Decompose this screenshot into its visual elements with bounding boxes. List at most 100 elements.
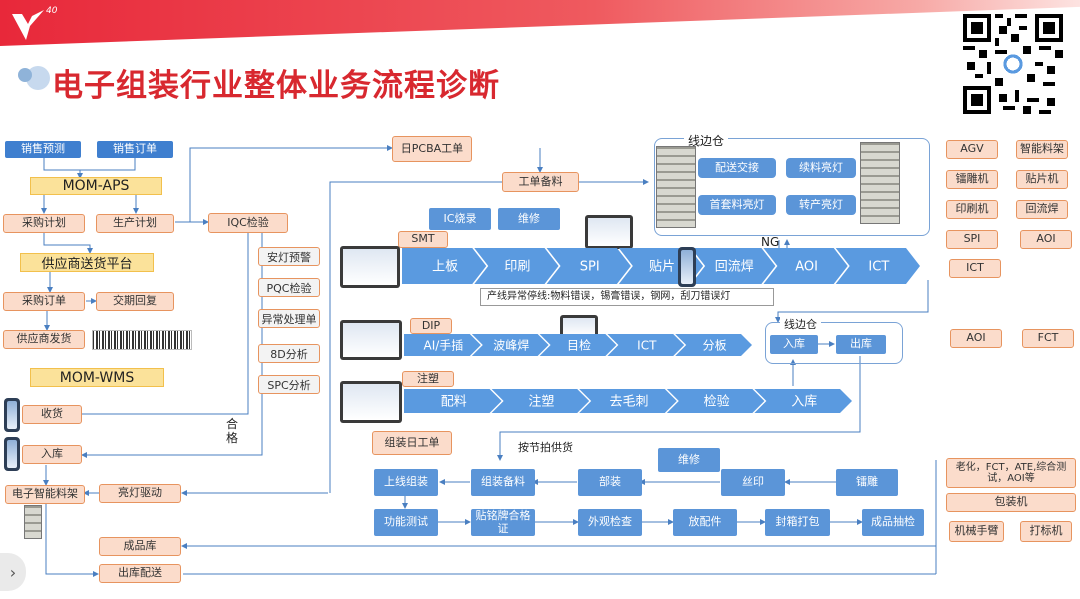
seal-pack-box: 封箱打包 bbox=[765, 509, 830, 536]
andon-box: 安灯预警 bbox=[258, 247, 320, 266]
production-plan-box: 生产计划 bbox=[96, 214, 174, 233]
equip-agv: AGV bbox=[946, 140, 998, 159]
smt-monitor-image bbox=[340, 246, 400, 288]
injection-monitor-image bbox=[340, 381, 402, 423]
smt-step-label: 印刷 bbox=[504, 260, 530, 275]
visual-inspect-box: 外观检查 bbox=[578, 509, 642, 536]
dip-step-label: 分板 bbox=[703, 338, 727, 352]
shipping-label-image bbox=[92, 330, 192, 350]
finished-store-box: 成品库 bbox=[99, 537, 181, 556]
dip-chevron-3 bbox=[607, 334, 685, 356]
light-drive-box: 亮灯驱动 bbox=[99, 484, 181, 503]
smt-chevron-0 bbox=[402, 248, 487, 284]
equip-ict: ICT bbox=[949, 259, 1001, 278]
pqc-box: PQC检验 bbox=[258, 278, 320, 297]
smt-chevron-1 bbox=[474, 248, 559, 284]
injection-tag: 注塑 bbox=[402, 371, 454, 387]
dip-step-label: 波峰焊 bbox=[493, 337, 529, 352]
line-store-panel-mid bbox=[765, 322, 903, 364]
shelf-image-left bbox=[656, 146, 696, 228]
equip-printer: 印刷机 bbox=[946, 200, 998, 219]
analysis-8d-box: 8D分析 bbox=[258, 344, 320, 363]
equip-aging-test: 老化，FCT，ATE,综合测试，AOI等 bbox=[946, 458, 1076, 488]
dip-step-label: AI/手插 bbox=[424, 338, 464, 352]
equip-reflow: 回流焊 bbox=[1016, 200, 1068, 219]
slide-next-button[interactable]: › bbox=[0, 553, 26, 591]
dip-tag: DIP bbox=[410, 318, 452, 334]
line-store-mid-title: 线边仓 bbox=[780, 316, 821, 332]
online-assembly-box: 上线组装 bbox=[374, 469, 438, 496]
injection-step-label: 入库 bbox=[791, 394, 817, 410]
smt-step-label: SPI bbox=[580, 260, 600, 275]
injection-chevron-3 bbox=[666, 389, 765, 413]
mom-wms-box: MOM-WMS bbox=[30, 368, 164, 387]
line-stop-note: 产线异常停线:物料错误，锡膏错误，钢网，刮刀错误灯 bbox=[480, 288, 774, 306]
supplier-ship-box: 供应商发货 bbox=[3, 330, 85, 349]
equip-aoi: AOI bbox=[1020, 230, 1072, 249]
smt-chevron-6 bbox=[835, 248, 920, 284]
handheld-scanner-icon-2 bbox=[4, 437, 20, 471]
kiosk-terminal-image bbox=[585, 215, 633, 249]
smt-step-label: 上板 bbox=[432, 260, 458, 275]
receiving-box: 收货 bbox=[22, 405, 82, 424]
equip-robot-arm: 机械手臂 bbox=[949, 521, 1004, 542]
line-store-panel-top bbox=[654, 138, 930, 236]
smart-shelf-box: 电子智能料架 bbox=[5, 485, 85, 504]
smt-chevron-5 bbox=[763, 248, 848, 284]
smart-shelf-image bbox=[24, 505, 42, 539]
smt-chevron-4 bbox=[691, 248, 776, 284]
equip-spi: SPI bbox=[946, 230, 998, 249]
smt-step-label: 贴片 bbox=[649, 260, 675, 275]
mom-aps-box: MOM-APS bbox=[30, 177, 162, 195]
assembly-prep-box: 组装备料 bbox=[471, 469, 535, 496]
logo-number: 40 bbox=[46, 6, 58, 16]
repair-box: 维修 bbox=[498, 208, 560, 230]
smt-chevron-2 bbox=[546, 248, 631, 284]
dip-monitor-image bbox=[340, 320, 402, 360]
purchase-plan-box: 采购计划 bbox=[3, 214, 85, 233]
changeover-light-box: 转产亮灯 bbox=[786, 195, 856, 215]
sales-order-box: 销售订单 bbox=[97, 141, 173, 158]
smt-handheld-icon bbox=[678, 247, 696, 287]
exception-box: 异常处理单 bbox=[258, 309, 320, 328]
line-store-top-title: 线边仓 bbox=[684, 132, 729, 149]
title-bullet-inner bbox=[18, 68, 32, 82]
ng-label: NG bbox=[761, 235, 780, 249]
injection-step-label: 配料 bbox=[441, 395, 467, 410]
injection-chevron-4 bbox=[754, 389, 852, 413]
injection-step-label: 去毛刺 bbox=[609, 395, 648, 410]
dip-chevron-1 bbox=[471, 334, 549, 356]
equip-laser: 镭雕机 bbox=[946, 170, 998, 189]
beat-supply-label: 按节拍供货 bbox=[518, 441, 573, 454]
qr-code bbox=[963, 14, 1063, 114]
dip-chevron-4 bbox=[675, 334, 752, 356]
delivery-handover-box: 配送交接 bbox=[698, 158, 776, 178]
silk-print-box: 丝印 bbox=[721, 469, 785, 496]
outbound-box: 出库配送 bbox=[99, 564, 181, 583]
smt-step-label: ICT bbox=[868, 260, 889, 275]
equip-labeler: 打标机 bbox=[1020, 521, 1072, 542]
equip-mounter: 贴片机 bbox=[1016, 170, 1068, 189]
equip-aoi-2: AOI bbox=[950, 329, 1002, 348]
injection-chevron-0 bbox=[404, 389, 502, 413]
shelf-image-right bbox=[860, 142, 900, 224]
equip-fct: FCT bbox=[1022, 329, 1074, 348]
injection-chevron-2 bbox=[579, 389, 677, 413]
mid-inbound-box: 入库 bbox=[770, 335, 818, 354]
iqc-box: IQC检验 bbox=[208, 213, 288, 233]
nameplate-box: 贴铭牌合格证 bbox=[471, 509, 535, 536]
smt-step-label: AOI bbox=[795, 260, 818, 275]
mid-outbound-box: 出库 bbox=[836, 335, 886, 354]
accessories-box: 放配件 bbox=[673, 509, 737, 536]
assembly-daily-box: 组装日工单 bbox=[372, 431, 452, 455]
work-order-prep-box: 工单备料 bbox=[502, 172, 579, 192]
dip-chevron-0 bbox=[404, 334, 481, 356]
equip-packing: 包装机 bbox=[946, 493, 1076, 512]
delivery-reply-box: 交期回复 bbox=[96, 292, 174, 311]
spc-box: SPC分析 bbox=[258, 375, 320, 394]
smt-step-label: 回流焊 bbox=[715, 259, 754, 275]
ic-burn-box: IC烧录 bbox=[429, 208, 491, 230]
injection-flow: 配料注塑去毛刺检验入库 bbox=[404, 389, 852, 413]
supplier-platform-box: 供应商送货平台 bbox=[20, 253, 154, 272]
